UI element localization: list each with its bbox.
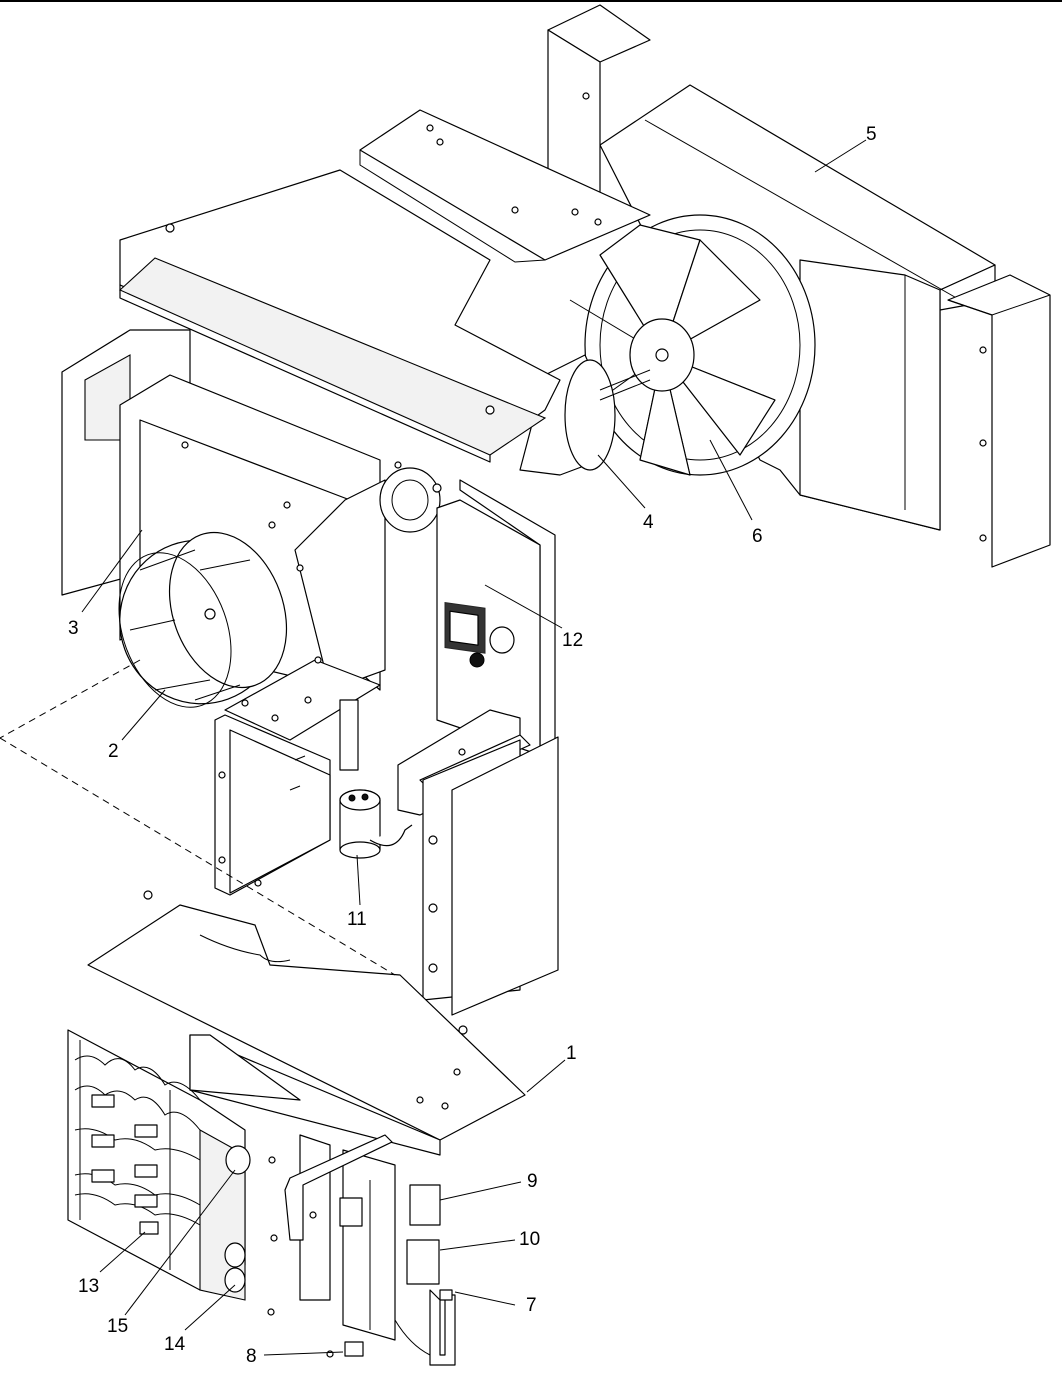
motor-bracket <box>359 109 651 263</box>
condenser-fan <box>569 214 816 476</box>
electrical-box <box>214 699 359 896</box>
blower-wheel <box>118 531 288 708</box>
callout-labels: 1 2 3 4 5 6 7 8 9 10 11 12 13 14 15 <box>68 124 877 1367</box>
capacitor <box>339 789 413 859</box>
callout-9: 9 <box>527 1171 538 1192</box>
callout-3: 3 <box>68 618 79 639</box>
callout-1: 1 <box>566 1043 577 1064</box>
evaporator-coil <box>397 709 559 1016</box>
callout-15: 15 <box>107 1316 128 1337</box>
callout-14: 14 <box>164 1334 186 1355</box>
heater-assembly <box>67 1029 251 1301</box>
callout-11: 11 <box>347 909 367 930</box>
leader-lines <box>81 139 867 1356</box>
callout-12: 12 <box>562 630 583 651</box>
fan-motor <box>519 354 651 476</box>
base-pan <box>87 890 526 1156</box>
callout-13: 13 <box>78 1276 99 1297</box>
callout-7: 7 <box>526 1295 537 1316</box>
callout-6: 6 <box>752 526 763 547</box>
callout-5: 5 <box>866 124 877 145</box>
top-cover <box>119 169 561 463</box>
vertical-post <box>547 4 651 201</box>
side-panel-right <box>947 274 1051 568</box>
control-plate <box>224 656 381 741</box>
control-board <box>267 1134 456 1366</box>
callout-4: 4 <box>643 512 654 533</box>
callout-10: 10 <box>519 1229 540 1250</box>
alignment-lines <box>0 659 396 976</box>
callout-8: 8 <box>246 1346 257 1367</box>
callout-2: 2 <box>108 741 119 762</box>
